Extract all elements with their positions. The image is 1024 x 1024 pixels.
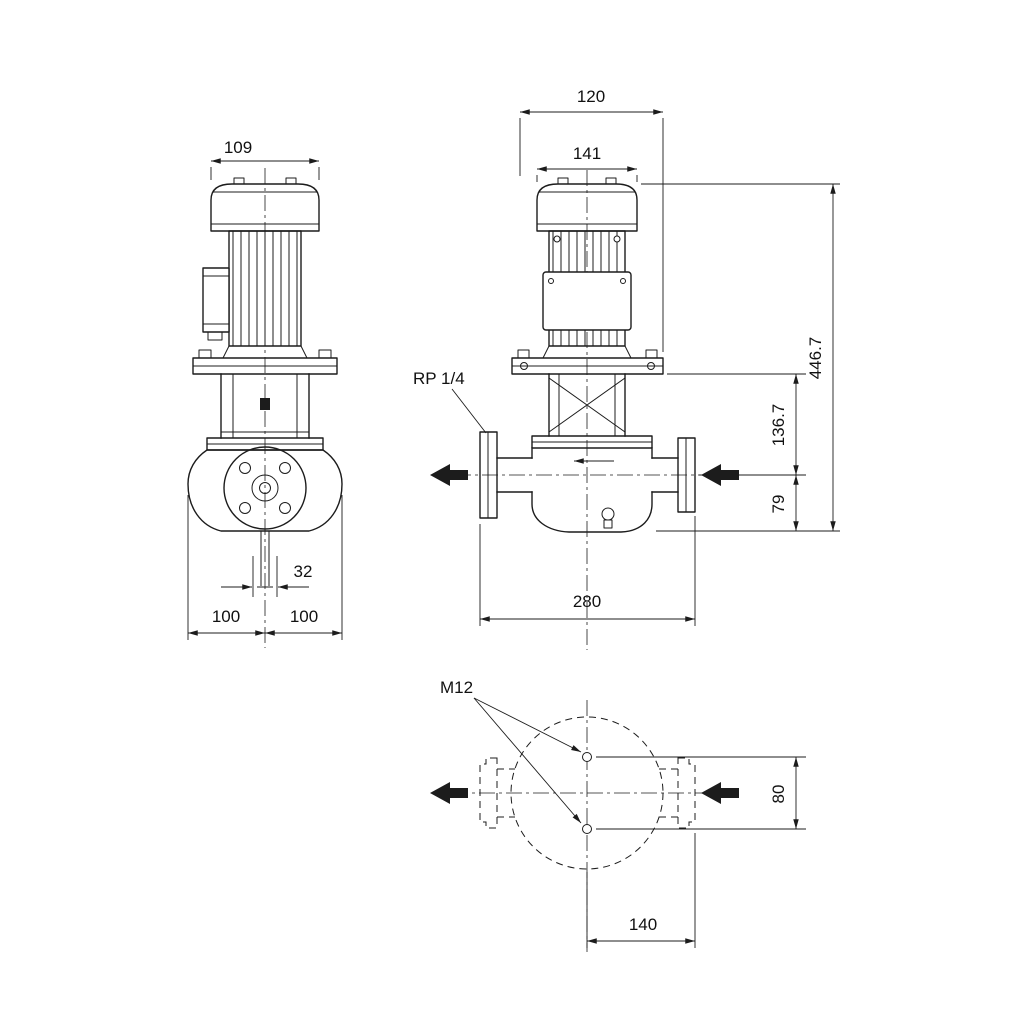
plan-dimensions: M12 80 140	[440, 678, 806, 948]
dim-base-left-label: 100	[212, 607, 240, 626]
front-dimensions: 109 32 100 100	[187, 138, 343, 640]
motor-lifting-lug	[285, 177, 297, 185]
gauge-tapping-hole	[582, 752, 592, 762]
left-flange-hidden	[479, 757, 498, 829]
shaft-seal-ring	[251, 474, 279, 502]
tapping-label: RP 1/4	[413, 369, 465, 388]
drain-stub	[257, 531, 273, 588]
height-extension-lines	[641, 183, 840, 532]
lantern-inner	[221, 374, 309, 438]
suction-flange-face	[223, 446, 307, 530]
terminal-box-screw	[548, 278, 554, 284]
motor-top-cap	[210, 183, 320, 232]
terminal-box	[542, 271, 632, 331]
side-view: 120 141 RP 1/4 136.7 79 446.7 280	[413, 87, 840, 650]
flow-arrow-right	[701, 782, 739, 804]
right-flange-hidden	[677, 757, 696, 829]
front-view: 109 32 100 100	[187, 138, 343, 648]
coupling-guard-screw	[260, 398, 270, 410]
conduit-stub	[207, 331, 223, 341]
motor-lifting-lug	[233, 177, 245, 185]
plate-bolt	[520, 362, 528, 370]
volute-body	[187, 449, 343, 532]
dim-32-extensions	[252, 556, 278, 597]
flange-bolt-hole	[279, 462, 291, 474]
front-motor	[192, 177, 338, 375]
motor-lifting-lug	[605, 177, 617, 185]
flow-arrow-left	[430, 464, 468, 486]
plan-body	[430, 716, 739, 870]
terminal-box-lines	[203, 275, 229, 325]
motor-base	[222, 345, 308, 359]
drain-plug	[601, 507, 615, 521]
thread-leader-top	[473, 697, 582, 753]
dim-height-base-label: 79	[769, 495, 788, 514]
dim-120-extensions	[519, 118, 664, 352]
dim-280-extensions	[479, 516, 696, 626]
front-pump	[187, 373, 343, 588]
dim-80-extensions	[596, 756, 806, 830]
tie-rod	[613, 235, 621, 243]
motor-lifting-lug	[557, 177, 569, 185]
lantern-inner	[548, 374, 626, 436]
motor-base	[542, 345, 632, 359]
dim-109-extensions	[210, 167, 320, 180]
shaft-end	[259, 482, 271, 494]
dim-port-bore-label: 32	[294, 562, 313, 581]
lantern	[548, 373, 626, 437]
side-dimensions: 120 141 RP 1/4 136.7 79 446.7 280	[413, 87, 840, 626]
motor-cap-lines	[537, 191, 637, 225]
thread-leader-bottom	[473, 697, 582, 824]
flange-bolt-hole	[239, 462, 251, 474]
gauge-tapping-hole	[582, 824, 592, 834]
right-pipe-hidden	[659, 768, 678, 818]
dim-center-to-flange-label: 140	[629, 915, 657, 934]
side-pump	[430, 373, 739, 533]
port-pipes	[496, 457, 679, 493]
dim-height-flange-label: 136.7	[769, 404, 788, 447]
side-motor	[511, 177, 664, 375]
motor-flange-nut	[198, 349, 212, 359]
volute-outline-hidden	[510, 716, 664, 870]
flange-bolt-hole	[279, 502, 291, 514]
plate-bolt	[647, 362, 655, 370]
flange-bolt-hole	[239, 502, 251, 514]
plan-view: M12 80 140	[430, 678, 806, 952]
thread-label: M12	[440, 678, 473, 697]
tapping-leader	[451, 388, 487, 434]
dim-base-right-label: 100	[290, 607, 318, 626]
dim-141-extensions	[536, 175, 638, 182]
motor-flange-nut	[517, 349, 530, 359]
motor-flange-nut	[318, 349, 332, 359]
left-pipe-hidden	[497, 768, 515, 818]
flow-arrow-left	[430, 782, 468, 804]
motor-cap-lines	[211, 191, 319, 225]
dim-height-total-label: 446.7	[806, 337, 825, 380]
motor-fins	[232, 231, 298, 346]
motor-top-cap	[536, 183, 638, 232]
dim-motor-width-label: 109	[224, 138, 252, 157]
tie-rod	[553, 235, 561, 243]
terminal-box-screw	[620, 278, 626, 284]
dim-port-span-label: 280	[573, 592, 601, 611]
lantern	[220, 373, 310, 439]
dim-top-width-label: 120	[577, 87, 605, 106]
motor-flange-nut	[645, 349, 658, 359]
terminal-box	[202, 267, 230, 333]
volute-body	[531, 447, 653, 533]
dim-hole-spacing-label: 80	[769, 785, 788, 804]
dim-140-extensions	[586, 833, 696, 948]
drain-plug-stub	[603, 519, 613, 529]
dim-motor-depth-label: 141	[573, 144, 601, 163]
dim-100-extensions	[187, 495, 343, 640]
